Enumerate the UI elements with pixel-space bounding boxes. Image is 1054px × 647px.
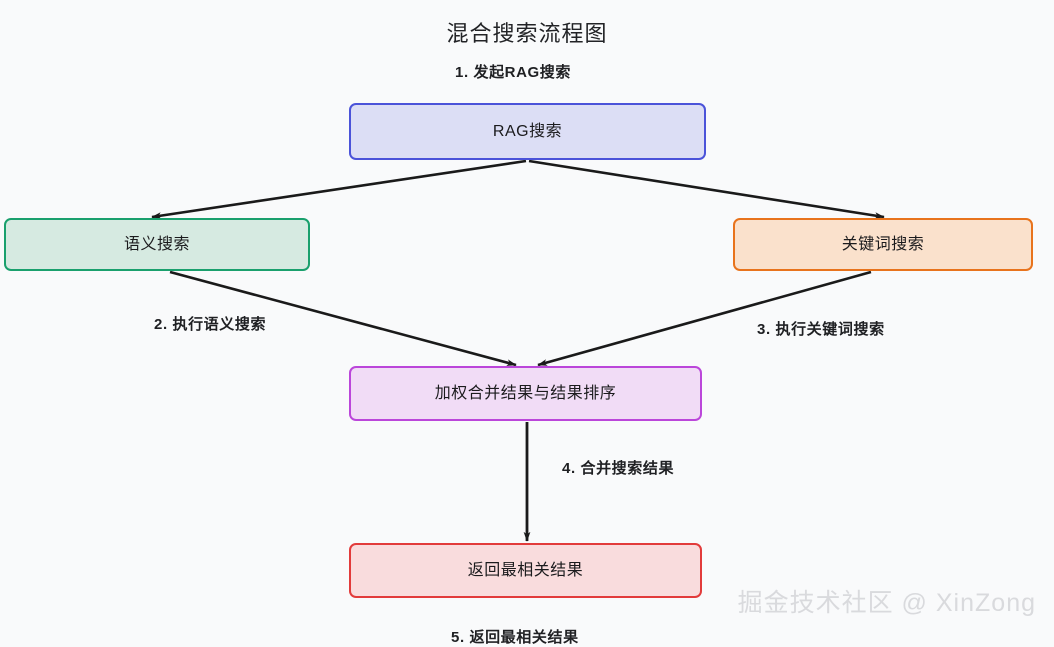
- node-semantic-search-label: 语义搜索: [123, 235, 190, 253]
- node-return-results-label: 返回最相关结果: [467, 561, 584, 579]
- edge-label-2: 2. 执行语义搜索: [154, 316, 267, 333]
- edge-label-1: 1. 发起RAG搜索: [455, 64, 572, 81]
- edge-rag-to-keyword: [528, 159, 885, 219]
- node-weighted-merge-label: 加权合并结果与结果排序: [434, 384, 617, 402]
- node-keyword-search[interactable]: 关键词搜索: [733, 218, 1033, 271]
- watermark: 掘金技术社区 @ XinZong: [737, 589, 1036, 617]
- edge-label-5: 5. 返回最相关结果: [451, 629, 579, 646]
- node-weighted-merge[interactable]: 加权合并结果与结果排序: [349, 366, 702, 421]
- edge-rag-to-semantic: [151, 159, 527, 220]
- node-semantic-search[interactable]: 语义搜索: [4, 218, 310, 271]
- node-keyword-search-label: 关键词搜索: [841, 235, 925, 253]
- edge-label-3: 3. 执行关键词搜索: [757, 321, 885, 338]
- node-rag-search[interactable]: RAG搜索: [349, 103, 706, 160]
- node-rag-search-label: RAG搜索: [492, 122, 563, 140]
- edge-label-4: 4. 合并搜索结果: [562, 460, 675, 477]
- page-title: 混合搜索流程图: [446, 21, 608, 46]
- node-return-results[interactable]: 返回最相关结果: [349, 543, 702, 598]
